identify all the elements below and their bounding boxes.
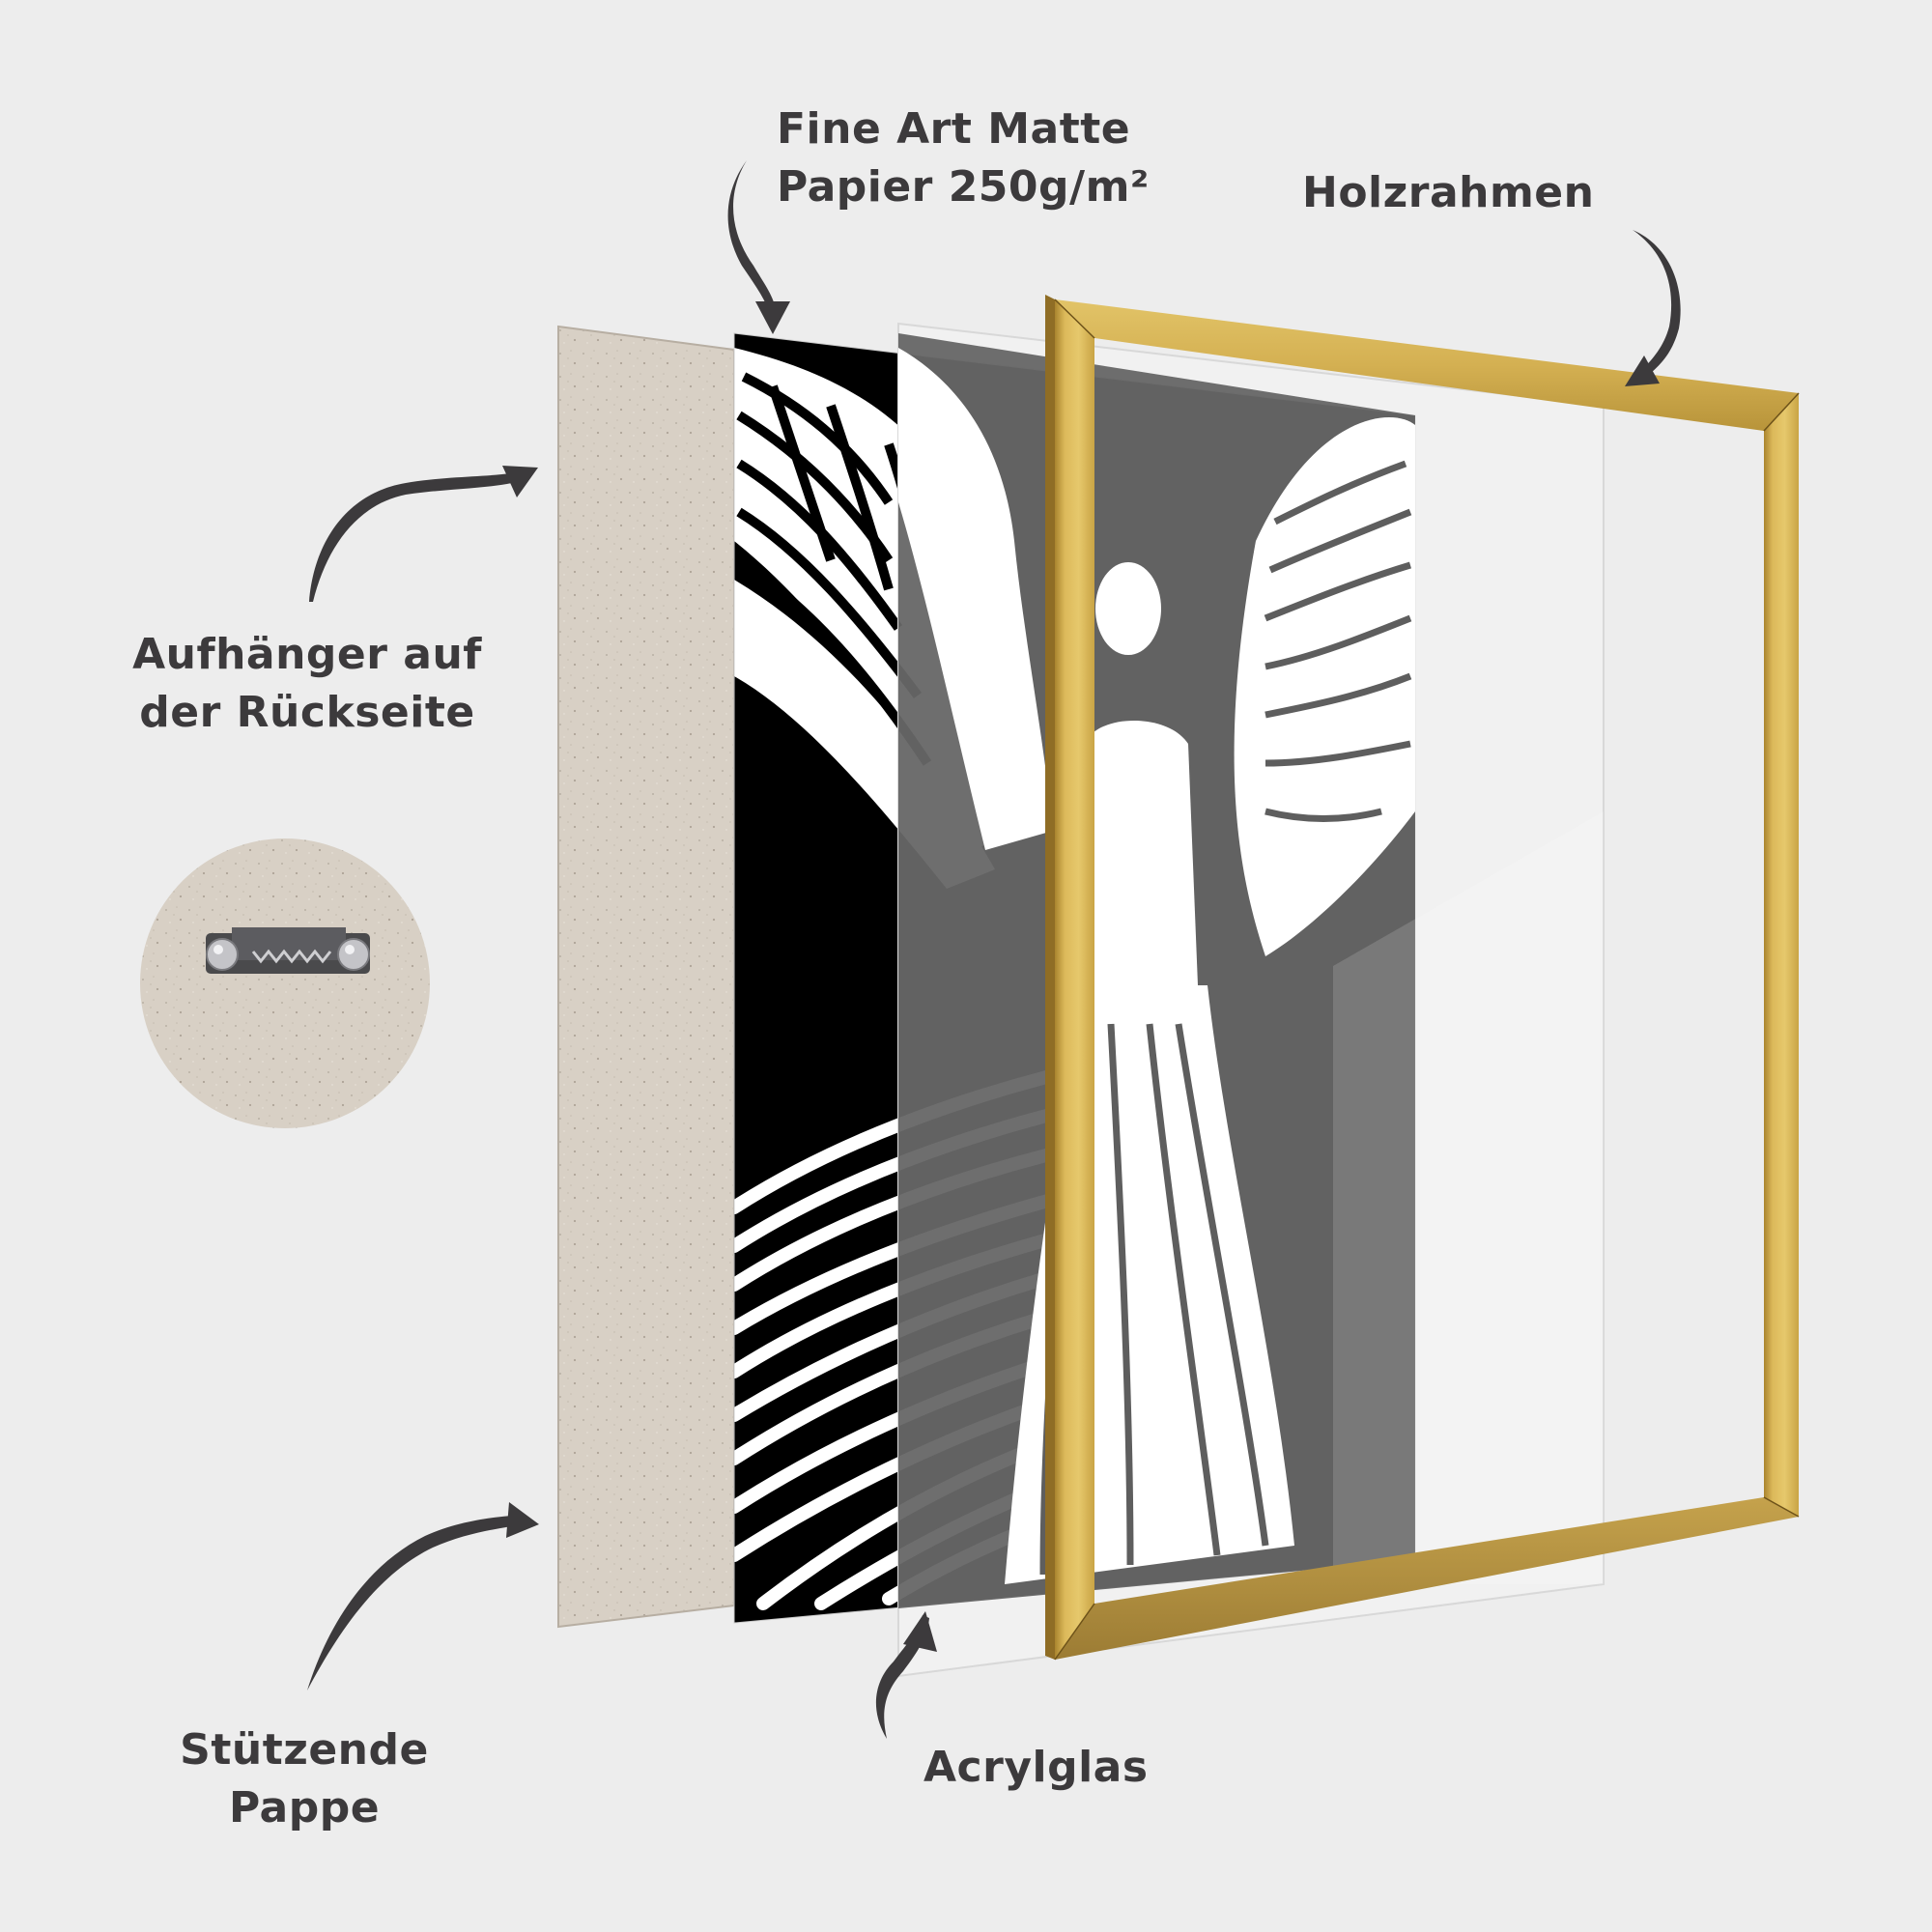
- label-hanger-line1: Aufhänger auf: [132, 630, 482, 679]
- sawtooth-hanger-icon: [206, 927, 370, 974]
- backing-board-layer: [557, 325, 735, 1629]
- wood-frame-layer: [1045, 295, 1800, 1661]
- label-hanger: Aufhänger auf der Rückseite: [114, 626, 500, 742]
- label-wood-frame: Holzrahmen: [1302, 168, 1595, 217]
- label-fine-art-paper-line1: Fine Art Matte: [777, 104, 1131, 154]
- acrylic-glass-layer: [897, 322, 1605, 1678]
- label-backing-board-line2: Pappe: [228, 1783, 381, 1833]
- arrow-hanger-icon: [309, 466, 538, 602]
- hanger-inset: [140, 838, 430, 1128]
- arrow-acrylic-glass-icon: [875, 1611, 937, 1739]
- label-backing-board-line1: Stützende: [180, 1725, 429, 1775]
- label-hanger-line2: der Rückseite: [139, 688, 475, 737]
- arrow-backing-board-icon: [307, 1502, 539, 1690]
- callout-arrows: [307, 160, 1681, 1739]
- label-backing-board: Stützende Pappe: [145, 1721, 464, 1837]
- label-fine-art-paper: Fine Art Matte Papier 250g/m²: [777, 100, 1150, 216]
- arrow-fine-art-paper-icon: [727, 160, 790, 334]
- label-fine-art-paper-line2: Papier 250g/m²: [777, 162, 1150, 212]
- arrow-wood-frame-icon: [1625, 230, 1681, 386]
- label-acrylic-glass: Acrylglas: [923, 1743, 1149, 1792]
